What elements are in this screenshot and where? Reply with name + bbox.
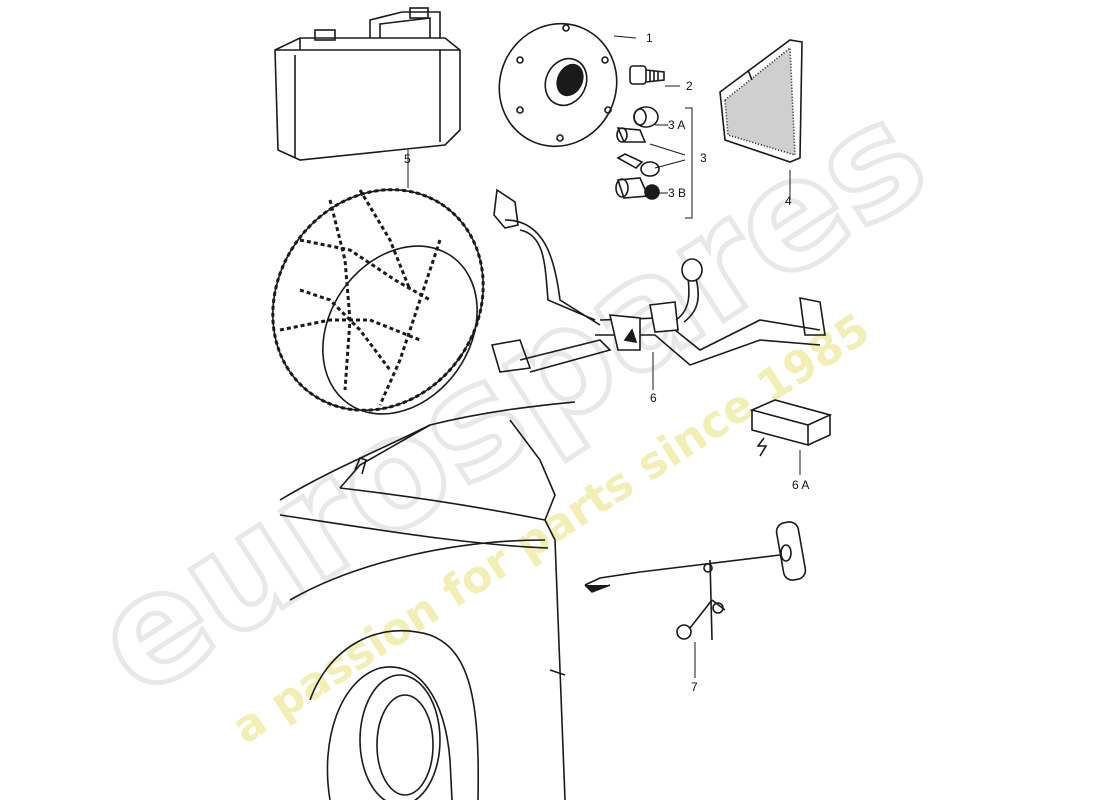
callout-3: 3	[700, 151, 707, 165]
callout-6a: 6 A	[792, 478, 809, 492]
hub-adapter-icon	[498, 22, 618, 148]
tow-hitch-icon	[490, 188, 826, 373]
bolt-icon	[629, 65, 665, 85]
callout-5: 5	[404, 152, 411, 166]
callout-1: 1	[646, 31, 653, 45]
watermark: eurospares a passion for parts since 198…	[62, 65, 957, 754]
callout-2: 2	[686, 79, 693, 93]
carry-case-icon	[274, 7, 461, 161]
callout-7: 7	[691, 680, 698, 694]
electrical-kit-icon	[749, 399, 833, 457]
callout-3b: 3 B	[668, 186, 686, 200]
lock-cylinder-icon	[615, 106, 660, 200]
key-icon	[616, 153, 660, 177]
car-front-icon	[279, 401, 576, 800]
callout-4: 4	[785, 194, 792, 208]
callout-3a: 3 A	[668, 118, 685, 132]
snow-chain-icon	[271, 188, 485, 415]
wing-mirror-icon	[584, 521, 807, 641]
mud-flap-icon	[719, 39, 803, 163]
leader-lines	[407, 35, 801, 678]
callout-6: 6	[650, 391, 657, 405]
callout-labels: 1 2 3 A 3 3 B 4 5 6 6 A 7	[404, 31, 809, 694]
watermark-brand: eurospares	[65, 68, 955, 730]
